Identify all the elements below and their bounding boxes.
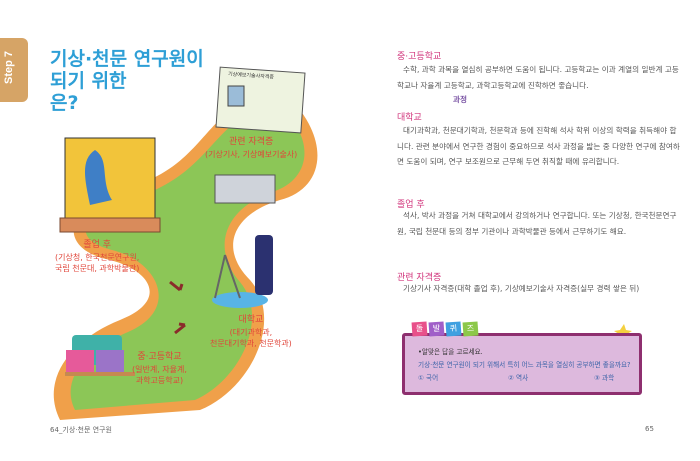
- certificate-card: [215, 66, 306, 134]
- quiz-instruction: •알맞은 답을 고르세요.: [418, 348, 483, 356]
- star-icon: [614, 324, 632, 340]
- quiz-option-3[interactable]: ③ 과학: [594, 374, 615, 382]
- quiz-box: [402, 333, 642, 395]
- quiz-question: 기상·천문 연구원이 되기 위해서 특히 어느 과목을 열심히 공부하면 좋을까…: [418, 361, 631, 369]
- section-heading: 대학교: [397, 113, 422, 123]
- university-building: [214, 174, 276, 204]
- map-board: [64, 137, 156, 219]
- footer-left: 64_기상·천문 연구원: [50, 426, 112, 434]
- graduate-figure: [255, 235, 273, 295]
- section-body: 기상기사 자격증(대학 졸업 후), 기상예보기술사 자격증(실무 경력 쌓은 …: [403, 284, 640, 293]
- path-label-after-graduation: 졸업 후(기상청, 한국천문연구원,국립 천문대, 과학박물관): [55, 240, 140, 273]
- arrow-icon: [169, 280, 184, 292]
- section-body: 석사, 박사 과정을 거쳐 대학교에서 강의하거나 연구합니다. 또는 기상청,…: [397, 211, 677, 236]
- section-heading: 중·고등학교: [397, 52, 442, 62]
- step-tab: Step 7: [0, 38, 28, 102]
- section-heading: 졸업 후: [397, 200, 425, 210]
- section-body: 대기과학과, 천문대기학과, 천문학과 등에 진학해 석사 학위 이상의 학력을…: [397, 126, 680, 167]
- path-label-university: 대학교(대기과학과,천문대기학과, 천문학과): [210, 315, 292, 348]
- arrow-icon: [174, 322, 186, 335]
- path-label-highschool: 중·고등학교(일반계, 자율계,과학고등학교): [132, 352, 187, 385]
- section-heading: 관련 자격증: [397, 273, 442, 283]
- page-number: 65: [645, 425, 654, 433]
- quiz-option-1[interactable]: ① 국어: [418, 374, 439, 382]
- path-label-certificate: 관련 자격증(기상기사, 기상예보기술사): [205, 137, 298, 159]
- quiz-option-2[interactable]: ② 역사: [508, 374, 529, 382]
- section-body: 수학, 과학 과목을 열심히 공부하면 도움이 됩니다. 고등학교는 이과 계열…: [397, 65, 679, 90]
